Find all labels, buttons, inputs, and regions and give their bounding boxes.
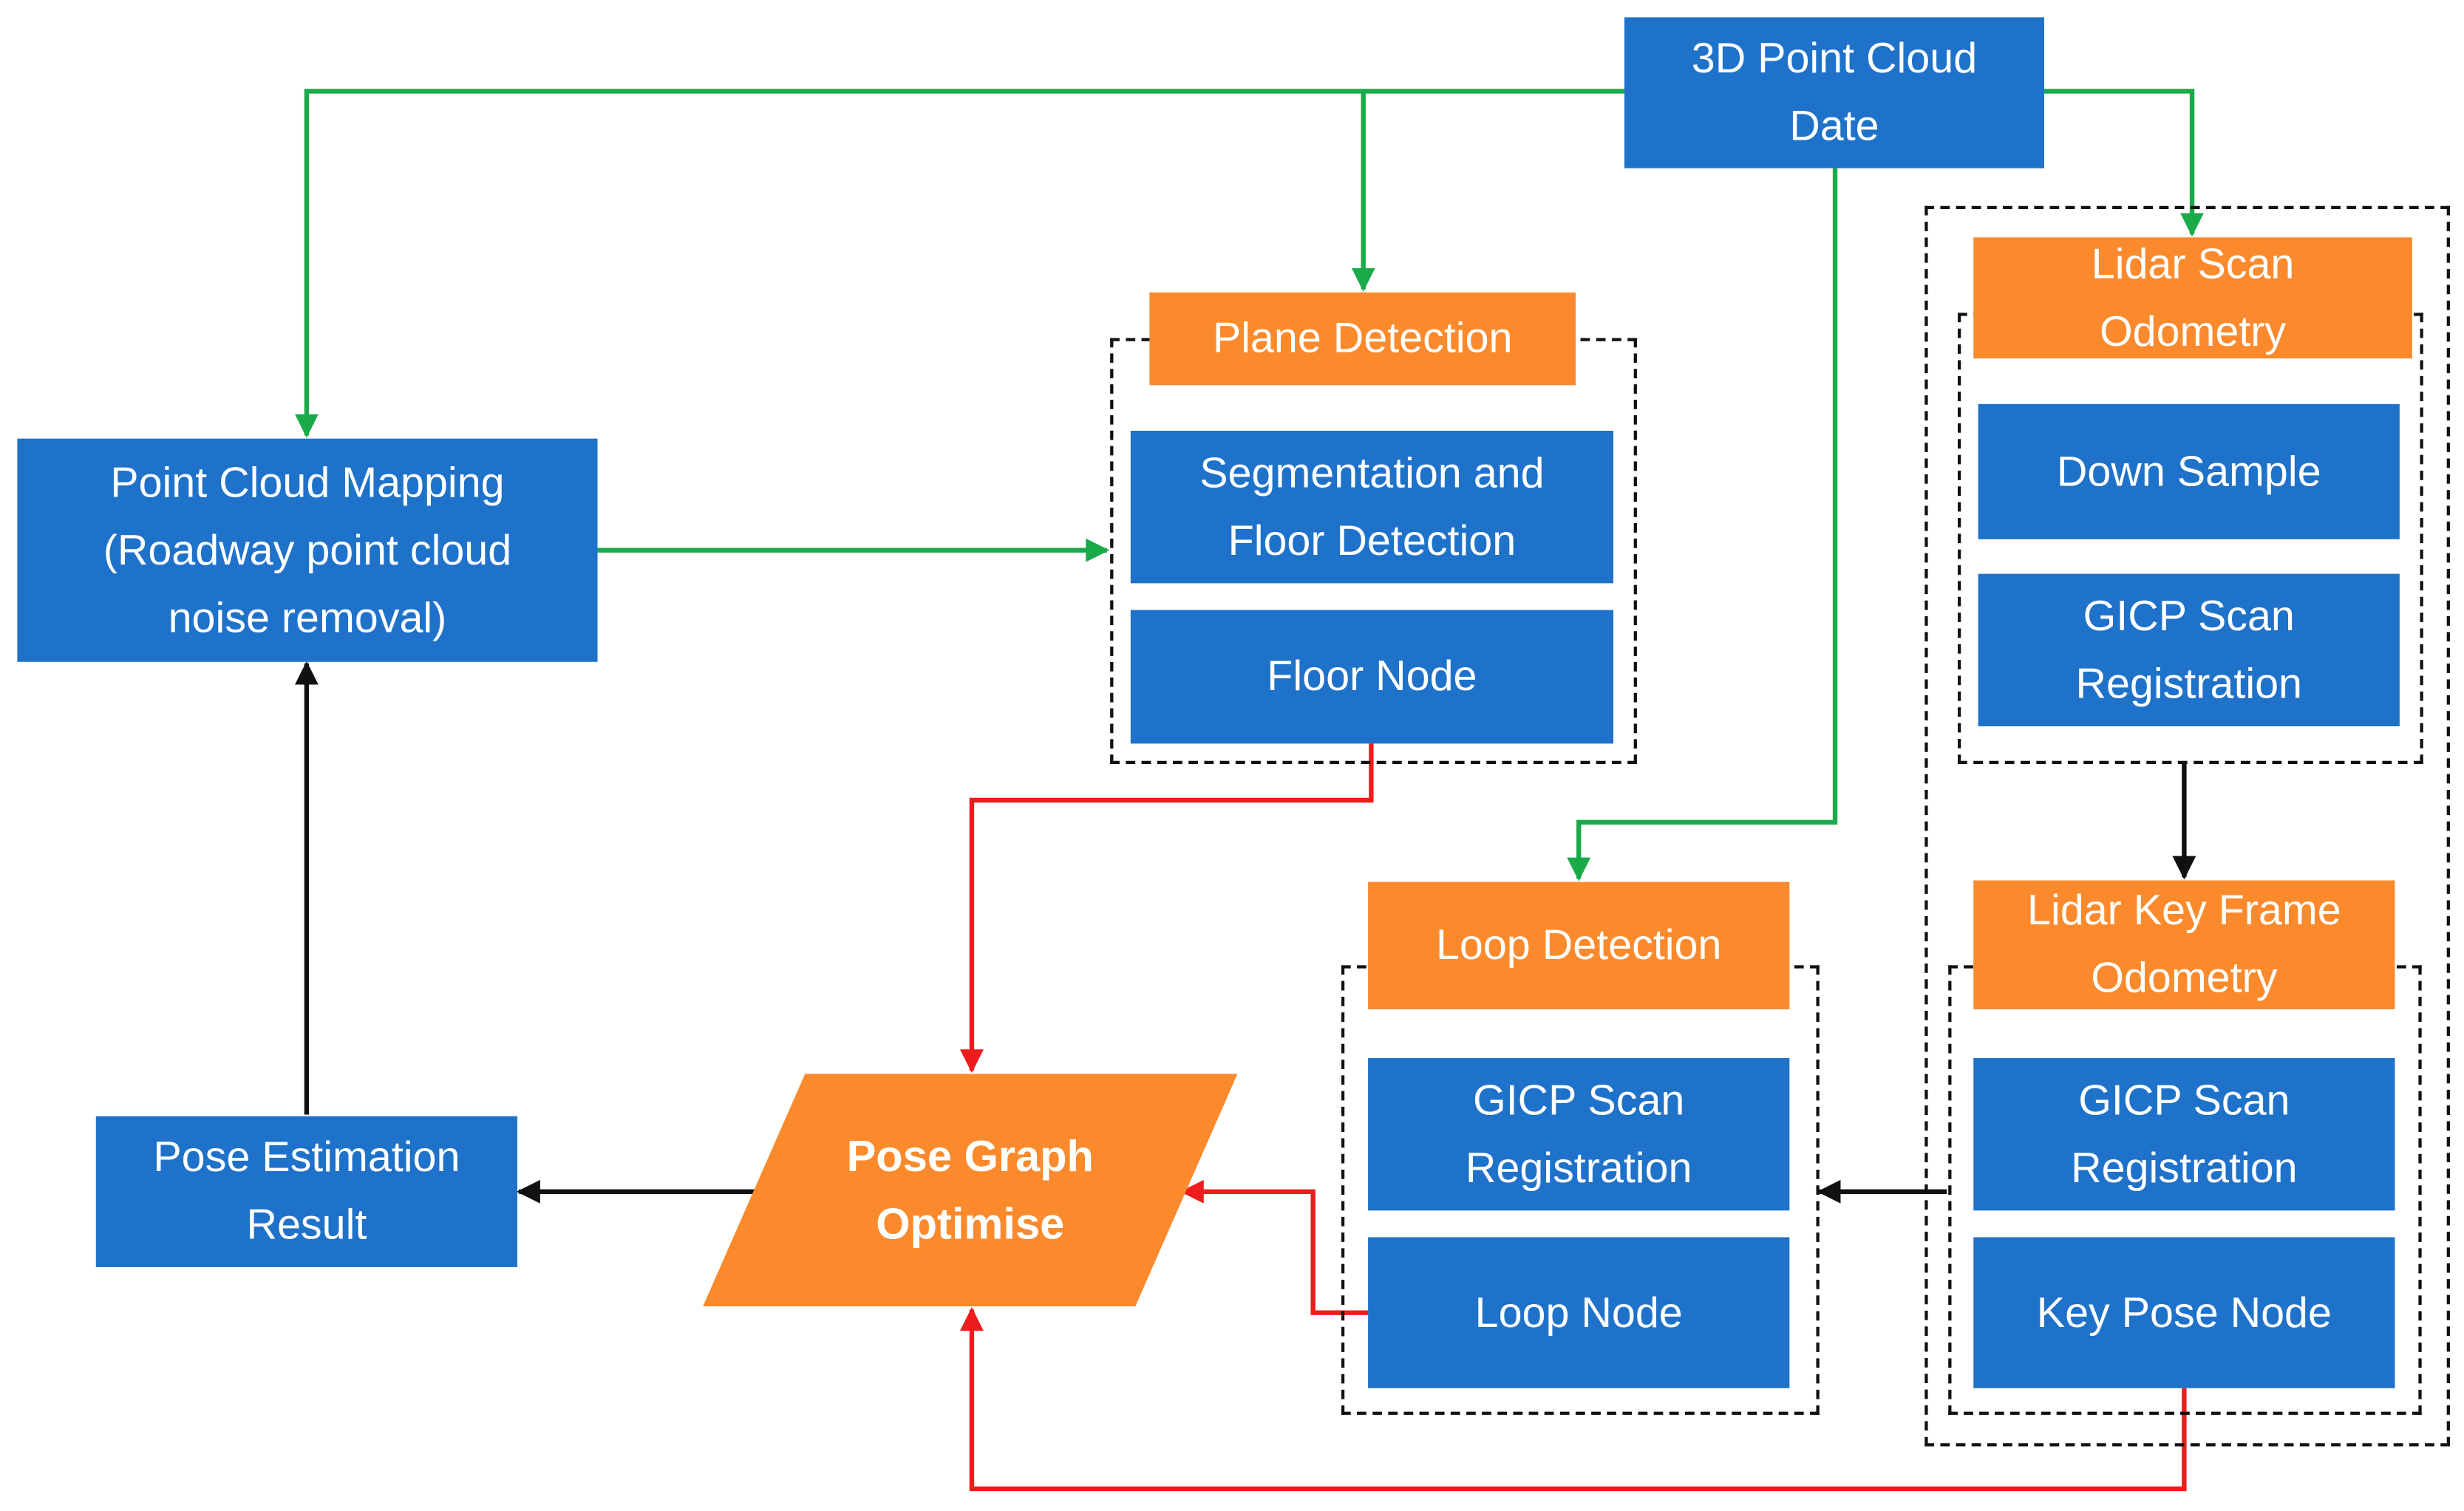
arrow-data-to-loop-detection <box>1567 168 1838 881</box>
gicp-scan-registration-odometry-box: GICP Scan Registration <box>1978 573 2400 726</box>
key-pose-node-box: Key Pose Node <box>1973 1237 2395 1388</box>
arrow-data-to-lidar-scan <box>2044 89 2204 237</box>
point-cloud-data-box: 3D Point Cloud Date <box>1624 17 2045 168</box>
arrow-key-pose-to-pose-graph <box>959 1307 2187 1492</box>
pose-graph-optimise-node: Pose Graph Optimise <box>703 1074 1238 1307</box>
down-sample-box: Down Sample <box>1978 403 2400 539</box>
pose-graph-optimise-label: Pose Graph Optimise <box>846 1131 1094 1249</box>
lidar-odometry-outer-region <box>1924 205 2450 1447</box>
gicp-scan-registration-keyframe-box: GICP Scan Registration <box>1973 1057 2395 1211</box>
floor-node-box: Floor Node <box>1130 610 1614 744</box>
arrow-floor-node-to-pose-graph <box>959 743 1374 1074</box>
lidar-key-frame-odometry-box: Lidar Key Frame Odometry <box>1973 880 2395 1009</box>
point-cloud-mapping-box: Point Cloud Mapping (Roadway point cloud… <box>17 438 598 662</box>
lidar-scan-odometry-box: Lidar Scan Odometry <box>1973 237 2412 359</box>
segmentation-floor-detection-box: Segmentation and Floor Detection <box>1130 430 1614 584</box>
loop-node-box: Loop Node <box>1368 1237 1790 1388</box>
plane-detection-box: Plane Detection <box>1149 292 1576 386</box>
arrow-loop-node-to-pose-graph <box>1180 1179 1369 1315</box>
loop-detection-box: Loop Detection <box>1368 881 1790 1009</box>
gicp-scan-registration-loop-box: GICP Scan Registration <box>1368 1057 1790 1211</box>
parallelogram-shape <box>703 1074 1238 1307</box>
arrow-data-to-mapping <box>294 89 1624 438</box>
pose-estimation-result-box: Pose Estimation Result <box>95 1116 518 1267</box>
